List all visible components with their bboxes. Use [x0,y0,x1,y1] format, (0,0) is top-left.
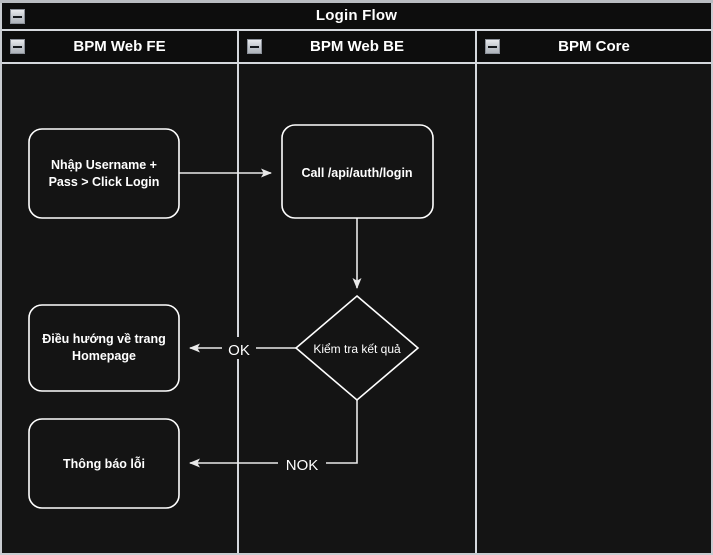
node-call-login-api[interactable]: Call /api/auth/login [281,124,434,219]
node-enter-credentials-line1: Nhập Username + [51,158,157,172]
window-top-strip [0,0,713,3]
lane-label-core: BPM Core [558,38,630,55]
diagram-title: Login Flow [315,7,398,24]
lane-header-divider-fe [2,62,237,64]
node-check-result[interactable]: Kiểm tra kết quả [294,294,420,402]
collapse-icon-lane-core[interactable] [485,39,500,54]
lane-header-divider-core [477,62,711,64]
lane-label-fe: BPM Web FE [73,38,166,55]
node-enter-credentials-line2: Pass > Click Login [49,175,160,189]
lane-divider-fe-be [237,31,239,553]
node-redirect-homepage[interactable]: Điều hướng về trang Homepage [28,304,180,392]
canvas-left-border [0,3,2,555]
edge-label-nok: NOK [286,457,319,474]
lane-divider-be-core [475,31,477,553]
node-call-login-api-label: Call /api/auth/login [301,166,412,180]
title-bar-divider [2,29,711,31]
edge-check-to-homepage: OK [189,337,296,359]
canvas-bottom-border [0,553,713,555]
lane-header-fe[interactable]: BPM Web FE [2,31,237,62]
node-show-error-label: Thông báo lỗi [63,456,145,471]
node-redirect-homepage-line2: Homepage [72,349,136,363]
collapse-icon-lane-be[interactable] [247,39,262,54]
canvas-right-border [711,3,713,555]
node-redirect-homepage-line1: Điều hướng về trang [42,332,166,346]
collapse-icon-diagram[interactable] [10,9,25,24]
edge-check-to-error: NOK [189,400,358,474]
diagram-title-bar: Login Flow [2,3,711,29]
lane-header-be[interactable]: BPM Web BE [239,31,475,62]
collapse-icon-lane-fe[interactable] [10,39,25,54]
node-enter-credentials[interactable]: Nhập Username + Pass > Click Login [28,128,180,219]
lane-label-be: BPM Web BE [310,38,404,55]
node-check-result-label: Kiểm tra kết quả [313,342,401,356]
node-show-error[interactable]: Thông báo lỗi [28,418,180,509]
lane-header-core[interactable]: BPM Core [477,31,711,62]
lane-header-divider-be [239,62,475,64]
edge-label-ok: OK [228,342,250,359]
